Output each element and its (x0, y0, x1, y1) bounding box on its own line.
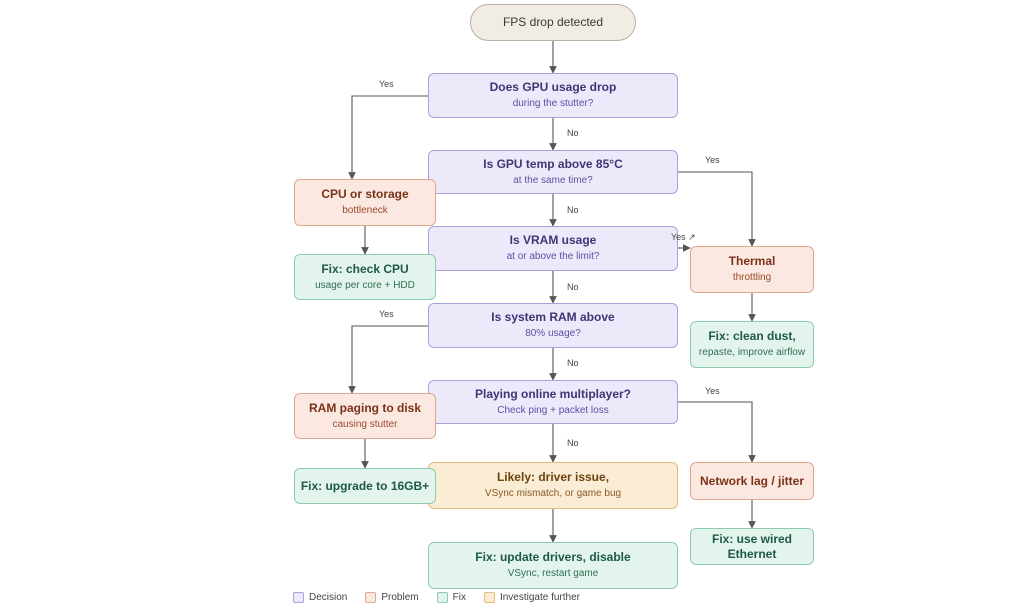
legend-label: Decision (309, 592, 348, 603)
problem-cpu: CPU or storage bottleneck (294, 179, 436, 226)
investigate-driver: Likely: driver issue, VSync mismatch, or… (428, 462, 678, 509)
edge-label-no: No (567, 282, 579, 292)
decision-title: Is VRAM usage (509, 233, 597, 248)
decision-gpu-temp: Is GPU temp above 85°C at the same time? (428, 150, 678, 194)
edge-label-no: No (567, 205, 579, 215)
problem-title: Network lag / jitter (699, 473, 805, 488)
problem-title: RAM paging to disk (309, 400, 421, 415)
problem-subtitle: causing stutter (332, 418, 398, 430)
decision-subtitle: during the stutter? (512, 98, 594, 110)
decision-gpu-usage: Does GPU usage drop during the stutter? (428, 73, 678, 118)
edge-label-no: No (567, 438, 579, 448)
legend-label: Problem (381, 592, 419, 603)
investigate-title: Likely: driver issue, (496, 470, 610, 485)
decision-subtitle: 80% usage? (525, 328, 581, 340)
fix-title: Fix: upgrade to 16GB+ (300, 478, 430, 493)
problem-title: CPU or storage (321, 187, 409, 202)
edge-label-yes: Yes ↗ (671, 232, 696, 242)
decision-ram: Is system RAM above 80% usage? (428, 303, 678, 348)
edge-online-yes (678, 401, 756, 463)
problem-title: Thermal (728, 254, 776, 269)
problem-network: Network lag / jitter (690, 462, 814, 500)
decision-title: Is system RAM above (491, 310, 615, 325)
edge-label-yes: Yes (379, 309, 394, 319)
edge-ram-yes (348, 325, 428, 394)
decision-title: Playing online multiplayer? (474, 386, 632, 401)
decision-online: Playing online multiplayer? Check ping +… (428, 380, 678, 424)
fix-ethernet: Fix: use wired Ethernet (690, 528, 814, 565)
legend-item-investigate: Investigate further (483, 592, 580, 603)
decision-subtitle: at or above the limit? (506, 251, 600, 263)
legend-label: Investigate further (499, 592, 580, 603)
start-node: FPS drop detected (470, 4, 636, 41)
legend-swatch-decision (293, 592, 304, 603)
fix-title: Fix: clean dust, (708, 329, 796, 344)
decision-title: Does GPU usage drop (489, 80, 617, 95)
legend-item-fix: Fix (436, 592, 466, 603)
fix-subtitle: repaste, improve airflow (698, 347, 806, 359)
edge-label-no: No (567, 358, 579, 368)
problem-thermal: Thermal throttling (690, 246, 814, 293)
edge-label-yes: Yes (705, 155, 720, 165)
fix-drivers: Fix: update drivers, disable VSync, rest… (428, 542, 678, 589)
decision-subtitle: Check ping + packet loss (497, 404, 609, 416)
legend: Decision Problem Fix Investigate further (293, 592, 580, 603)
decision-subtitle: at the same time? (513, 174, 593, 186)
fix-title: Fix: use wired Ethernet (711, 531, 793, 561)
legend-item-decision: Decision (293, 592, 347, 603)
legend-swatch-fix (436, 592, 448, 603)
problem-subtitle: bottleneck (342, 205, 388, 217)
investigate-subtitle: VSync mismatch, or game bug (484, 488, 622, 500)
fix-check-cpu: Fix: check CPU usage per core + HDD (294, 254, 436, 300)
fix-clean-dust: Fix: clean dust, repaste, improve airflo… (690, 321, 814, 368)
edge-label-yes: Yes (379, 79, 394, 89)
fix-title: Fix: check CPU (321, 261, 409, 276)
decision-vram: Is VRAM usage at or above the limit? (428, 226, 678, 271)
legend-item-problem: Problem (365, 592, 419, 603)
fix-upgrade-ram: Fix: upgrade to 16GB+ (294, 468, 436, 504)
fix-title: Fix: update drivers, disable (475, 550, 631, 565)
problem-ram-paging: RAM paging to disk causing stutter (294, 393, 436, 439)
legend-label: Fix (452, 592, 466, 603)
legend-swatch-problem (365, 592, 377, 603)
edge-label-yes: Yes (705, 386, 720, 396)
fix-subtitle: usage per core + HDD (315, 279, 415, 291)
problem-subtitle: throttling (732, 272, 772, 284)
edge-label-no: No (567, 128, 579, 138)
start-title: FPS drop detected (502, 15, 604, 29)
decision-title: Is GPU temp above 85°C (483, 156, 623, 171)
legend-swatch-investigate (483, 592, 495, 603)
edge-gpu-usage-yes (348, 95, 428, 180)
edge-gpu-temp-yes (678, 171, 756, 247)
fix-subtitle: VSync, restart game (507, 568, 599, 580)
